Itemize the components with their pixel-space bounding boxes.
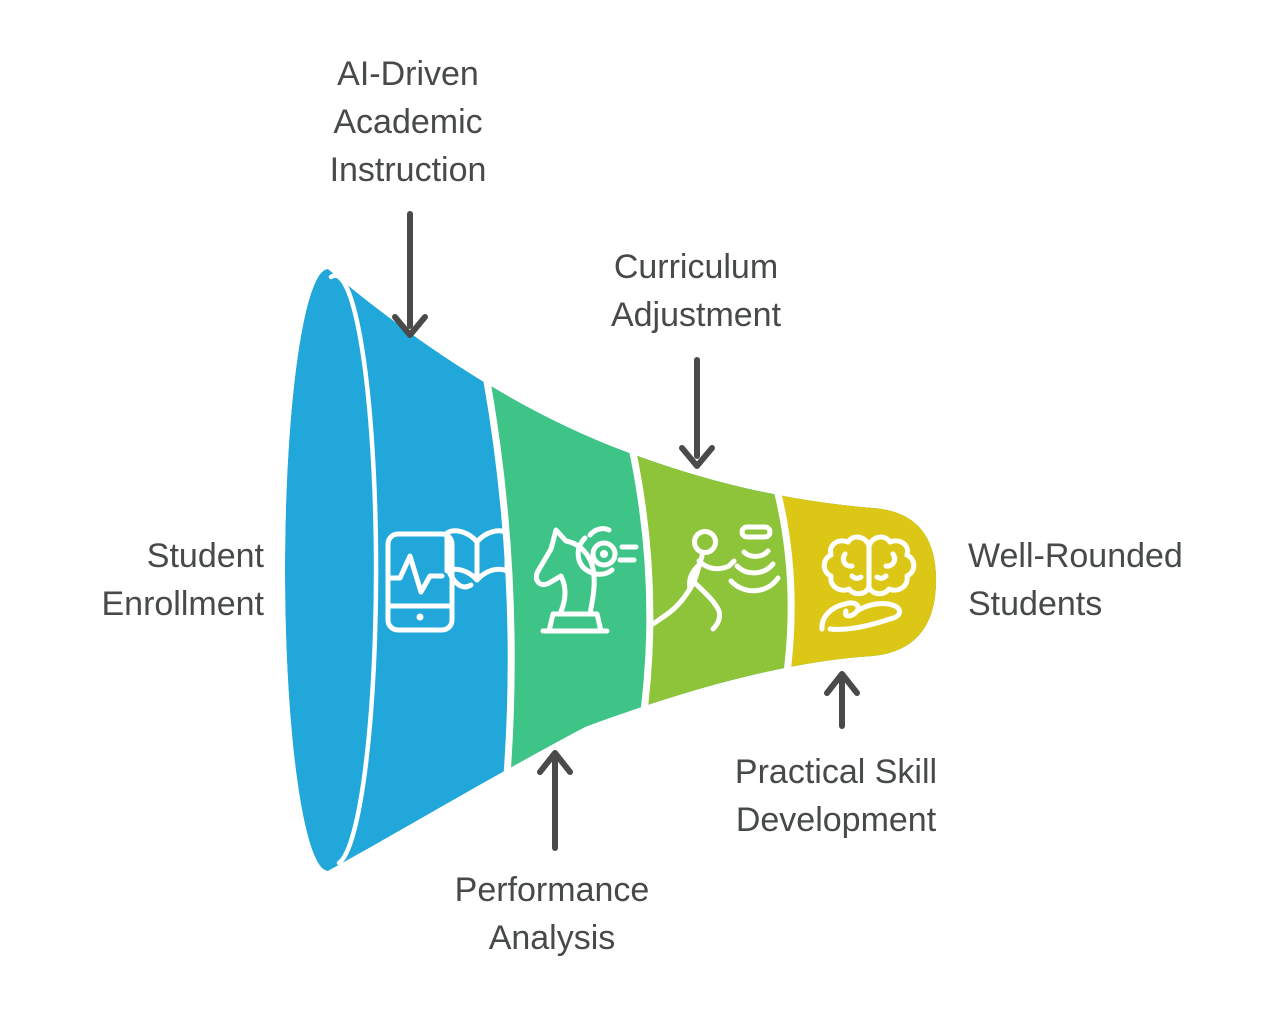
arrow-head-down-icon [392, 314, 428, 338]
wave-arc-1 [741, 548, 771, 559]
wave-arc-3 [728, 575, 781, 594]
separator-1 [481, 366, 515, 804]
stage-label-performance: Performance Analysis [454, 871, 650, 957]
stage-label-ai-driven: AI-Driven Academic Instruction [329, 55, 487, 189]
separator-2 [624, 426, 654, 730]
eye-swoosh [575, 535, 615, 577]
arrow-head-down-icon [679, 445, 715, 469]
brain-fold-right [874, 573, 889, 581]
book-left-page [444, 528, 480, 583]
separator-3 [767, 464, 795, 704]
brain-hand-icon [819, 534, 917, 632]
knight-base [546, 611, 604, 634]
pulse-line [387, 553, 445, 595]
brain-squiggle-right [883, 551, 898, 569]
runner-back-leg [650, 579, 697, 627]
eye-brow [587, 526, 612, 538]
arrow-head-up-icon [824, 671, 860, 696]
brain-squiggle-left [840, 551, 855, 569]
running-activity-icon [650, 524, 781, 632]
funnel-input-label: Student Enrollment [101, 537, 264, 623]
phone-outline [385, 531, 455, 633]
stage-label-curriculum: Curriculum Adjustment [610, 248, 782, 334]
arrow-head-up-icon [537, 750, 573, 775]
arrow-performance [537, 750, 573, 851]
funnel-output-label: Well-Rounded Students [968, 537, 1183, 623]
eye-circle [590, 540, 618, 568]
eye-pupil [600, 550, 608, 558]
brain-right-lobe [866, 534, 917, 597]
runner-head [692, 529, 718, 555]
brain-fold-left [849, 573, 864, 581]
brain-left-lobe [821, 534, 872, 597]
annotation-arrows [392, 211, 860, 851]
book-page-curl [447, 571, 474, 590]
knight-body [533, 527, 597, 617]
wave-arc-2 [734, 561, 776, 576]
stage-label-practical: Practical Skill Development [734, 753, 938, 839]
arrow-curriculum [679, 357, 715, 469]
book-right-page [474, 528, 510, 583]
wave-disc [739, 524, 773, 540]
mobile-learning-icon [385, 528, 510, 633]
funnel-mouth-rim [328, 273, 379, 866]
arrow-ai-driven [392, 211, 428, 338]
chess-strategy-icon [533, 526, 639, 634]
arrow-practical [824, 671, 860, 729]
hand-fingers [827, 601, 903, 632]
phone-home-dot [416, 613, 424, 621]
segment-separators [328, 273, 795, 866]
runner-front-leg [691, 579, 722, 632]
hand-thumb [819, 600, 861, 632]
